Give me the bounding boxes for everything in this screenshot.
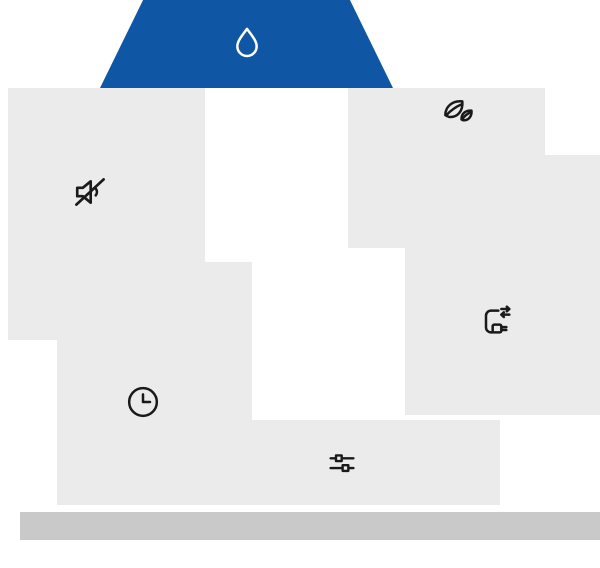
muted-speaker-icon — [75, 178, 105, 206]
bottom-bar — [20, 512, 600, 540]
tile-settings[interactable] — [205, 420, 500, 505]
tile-power[interactable] — [405, 155, 600, 415]
tile-water[interactable] — [100, 0, 393, 88]
clock-icon — [127, 386, 159, 418]
power-plug-swap-icon — [484, 305, 511, 334]
water-drop-icon — [235, 27, 258, 58]
eco-leaves-icon — [444, 100, 473, 122]
sliders-icon — [329, 454, 355, 473]
